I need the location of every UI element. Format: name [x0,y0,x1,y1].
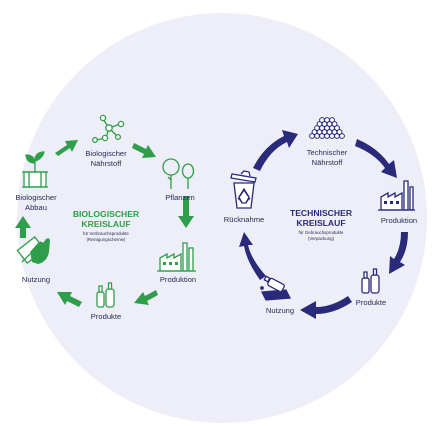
tech-arrow-ruecknahme-to-naehrstoff [253,130,298,171]
bio-produkte-label: Produkte [91,312,121,321]
bio-bottles-icon [96,282,115,308]
bio-factory-icon [157,242,196,272]
bio-title-2: KREISLAUF [81,219,130,229]
bio-arrow-pflanzen-to-produktion [178,196,194,228]
pouring-bottle-icon [260,275,292,301]
ruecknahme-label: Rücknahme [224,215,265,224]
bio-naehrstoff-label: Biologischer [85,149,127,158]
tech-arrow-produkte-to-nutzung [300,296,352,319]
bio-produktion-label: Produktion [160,275,196,284]
biological-cycle: Biologischer Nährstoff Pflanzen Produkti… [15,114,196,321]
bio-subtitle-2: (Reinigungschemie) [86,237,126,242]
bio-arrow-nutzung-to-abbau [15,216,31,238]
background-circle [17,13,427,423]
tech-title: TECHNISCHER [290,208,353,218]
recycling-bin-icon [230,170,257,209]
bio-title: BIOLOGISCHER [73,209,140,219]
material-pile-icon [309,117,345,139]
tech-subtitle-2: (Verpackung) [308,236,335,241]
tech-factory-icon [378,180,415,211]
bio-arrow-produkte-to-nutzung [57,292,82,307]
bio-nutzung-label: Nutzung [22,275,50,284]
tech-nutzung-label: Nutzung [266,306,294,315]
hand-wipe-icon [16,236,50,264]
bio-arrow-naehrstoff-to-pflanzen [132,143,156,158]
tech-naehrstoff-label-2: Nährstoff [312,158,344,167]
pflanzen-label: Pflanzen [165,193,195,202]
tech-produkte-label: Produkte [356,298,386,307]
bio-naehrstoff-label-2: Nährstoff [91,159,123,168]
molecule-icon [92,114,125,143]
tech-produktion-label: Produktion [381,216,417,225]
bio-arrows [15,140,194,307]
bio-arrow-produktion-to-produkte [134,290,158,305]
tech-arrows [239,130,408,319]
tech-arrow-naehrstoff-to-produktion [355,139,397,178]
tech-naehrstoff-label: Technischer [307,148,348,157]
tech-arrow-produktion-to-produkte [389,232,408,274]
bio-arrow-abbau-to-naehrstoff [55,140,78,156]
tech-bottles-icon [361,268,380,294]
bio-subtitle: für Verbrauchsprodukte [83,231,129,236]
compost-sprout-icon [22,151,48,188]
bio-abbau-label: Biologischer [15,193,57,202]
tech-title-2: KREISLAUF [296,218,345,228]
tech-arrow-nutzung-to-ruecknahme [239,232,266,280]
bio-abbau-label-2: Abbau [25,203,47,212]
technical-cycle: Technischer Nährstoff Produktion Produkt… [224,117,417,319]
trees-icon [162,158,195,189]
tech-subtitle: für Gebrauchsprodukte [299,230,344,235]
